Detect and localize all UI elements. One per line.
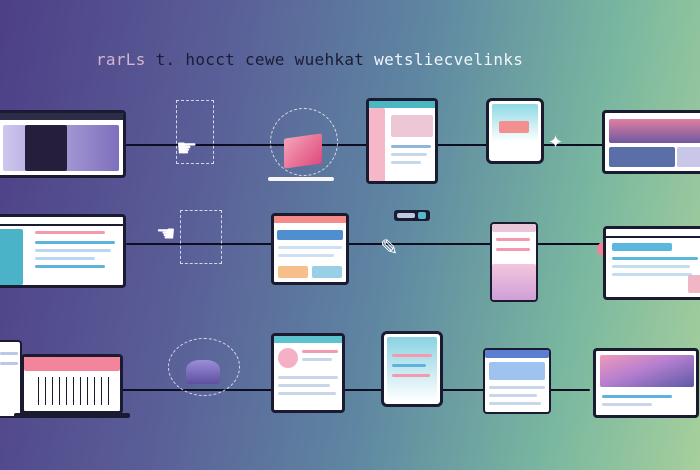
screen-article-left <box>0 214 126 288</box>
screen-browser-center <box>271 213 349 285</box>
sketch-frame-2 <box>180 210 222 264</box>
pointer-hand-icon: ☚ <box>156 222 176 247</box>
screen-article-right <box>603 226 700 300</box>
sketch-frame <box>176 100 214 164</box>
screen-tablet-dashboard <box>381 331 443 407</box>
stand-base <box>268 177 334 181</box>
laptop-base <box>14 413 130 418</box>
slider-knob <box>418 212 426 219</box>
keyboard <box>32 377 112 405</box>
3d-cube-icon <box>284 133 322 169</box>
screen-website-grid <box>483 348 551 414</box>
screen-document-stack <box>366 98 438 184</box>
screen-side-doc <box>0 340 22 418</box>
screen-landing-purple <box>0 110 126 178</box>
screen-laptop <box>21 354 123 414</box>
screen-landscape <box>593 348 699 418</box>
screen-mobile-page <box>271 333 345 413</box>
screen-pink-document <box>490 222 538 302</box>
hero-dark-panel <box>25 125 67 171</box>
screen-tablet <box>486 98 544 164</box>
screen-gallery <box>602 110 700 174</box>
title-lead: rarLs <box>96 50 146 69</box>
page-title: rarLs t. hocct cewe wuehkat wetsliecveli… <box>96 50 616 74</box>
connector-row-2 <box>126 243 606 245</box>
title-tail: wetsliecvelinks <box>364 50 524 69</box>
brush-icon: ✎ <box>380 236 399 261</box>
sparkle-icon: ✦ <box>548 132 564 153</box>
slider-fill <box>397 213 415 218</box>
sketch-circle <box>270 108 338 176</box>
title-main: t. hocct cewe wuehkat <box>145 50 365 69</box>
sketch-circle-2 <box>168 338 240 396</box>
hand-drawing-icon: ☛ <box>176 134 198 162</box>
connector-row-3 <box>120 389 590 391</box>
